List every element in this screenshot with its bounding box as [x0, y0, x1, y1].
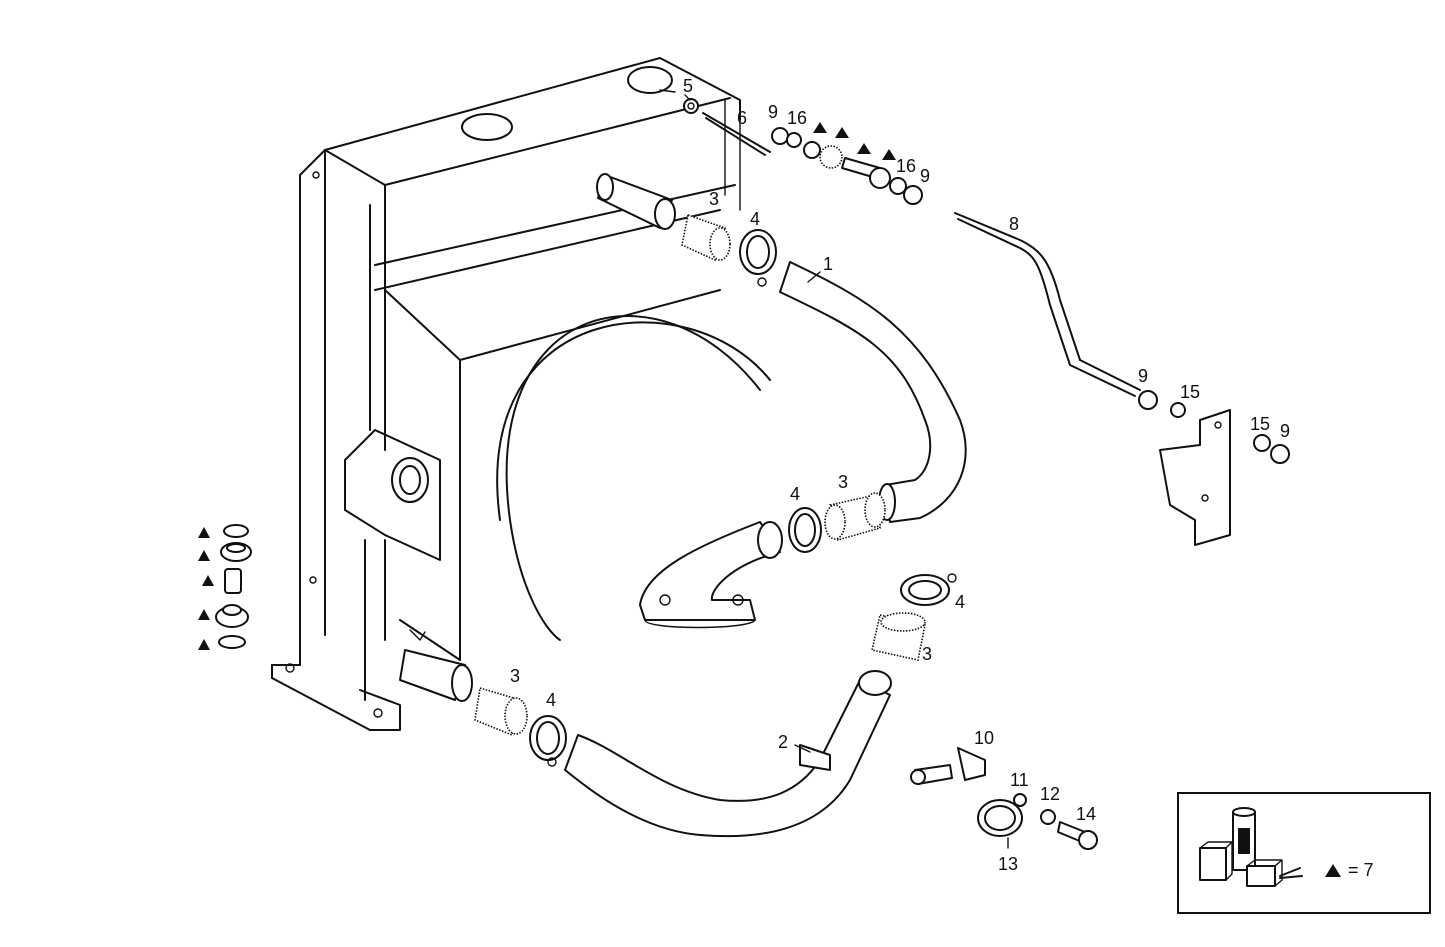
callout-15b: 15 — [1250, 414, 1270, 434]
callout-4a: 4 — [750, 209, 760, 229]
nut-far-right — [1253, 434, 1290, 464]
callout-4d: 4 — [955, 592, 965, 612]
lower-inlet-stub — [399, 629, 473, 702]
mount-stack — [198, 524, 252, 650]
callout-2: 2 — [778, 732, 788, 752]
kit-legend-box: = 7 — [1177, 792, 1431, 914]
thermostat-housing — [639, 521, 783, 629]
callout-9c: 9 — [1138, 366, 1148, 386]
callout-1: 1 — [823, 254, 833, 274]
nut-right — [1138, 390, 1186, 418]
callout-9d: 9 — [1280, 421, 1290, 441]
upper-outlet-stub — [596, 173, 676, 230]
kit-marker-legend — [1325, 864, 1341, 877]
hose-sleeve-lower — [474, 686, 528, 737]
legend-kit-text: = 7 — [1348, 860, 1374, 880]
callout-3c: 3 — [510, 666, 520, 686]
callout-13: 13 — [998, 854, 1018, 874]
callout-15a: 15 — [1180, 382, 1200, 402]
hose-clamp-right — [900, 573, 957, 606]
callout-12: 12 — [1040, 784, 1060, 804]
radiator-assembly — [271, 57, 771, 731]
callout-16a: 16 — [787, 108, 807, 128]
callout-16b: 16 — [896, 156, 916, 176]
leader-lines — [659, 89, 1009, 849]
callout-10: 10 — [974, 728, 994, 748]
bolt-and-bracket — [910, 747, 986, 785]
callout-3d: 3 — [922, 644, 932, 664]
nut-washer-top-left — [771, 127, 802, 148]
callout-6: 6 — [737, 108, 747, 128]
hose-sleeve-right — [871, 612, 926, 661]
callout-4c: 4 — [546, 690, 556, 710]
mounting-bracket — [1159, 409, 1231, 546]
lower-hose — [564, 670, 892, 838]
hose-clamp-upper — [739, 229, 777, 287]
callout-3a: 3 — [709, 189, 719, 209]
hose-sleeve-upper — [681, 213, 731, 262]
hose-clamp-lower — [529, 715, 567, 767]
hose-clamp-loose — [977, 793, 1027, 837]
callout-9b: 9 — [920, 166, 930, 186]
tie-rod-short — [702, 112, 771, 156]
washer-small — [1040, 809, 1056, 825]
rubber-mount-top — [803, 141, 923, 205]
kit-contents-icon — [1199, 807, 1303, 887]
bolt-small — [1057, 821, 1098, 850]
hose-sleeve-mid — [824, 492, 886, 542]
callout-labels: 1 2 3 3 3 3 4 4 4 4 5 6 8 9 9 9 9 10 11 … — [510, 76, 1290, 874]
callout-3b: 3 — [838, 472, 848, 492]
upper-hose — [779, 261, 967, 523]
callout-14: 14 — [1076, 804, 1096, 824]
drain-plug — [683, 98, 699, 114]
callout-11: 11 — [1010, 770, 1029, 790]
callout-5: 5 — [683, 76, 693, 96]
hose-clamp-mid — [788, 507, 822, 553]
callout-8: 8 — [1009, 214, 1019, 234]
callout-4b: 4 — [790, 484, 800, 504]
kit-markers-top — [813, 122, 896, 160]
callout-9a: 9 — [768, 102, 778, 122]
tie-rod-long — [954, 212, 1141, 397]
